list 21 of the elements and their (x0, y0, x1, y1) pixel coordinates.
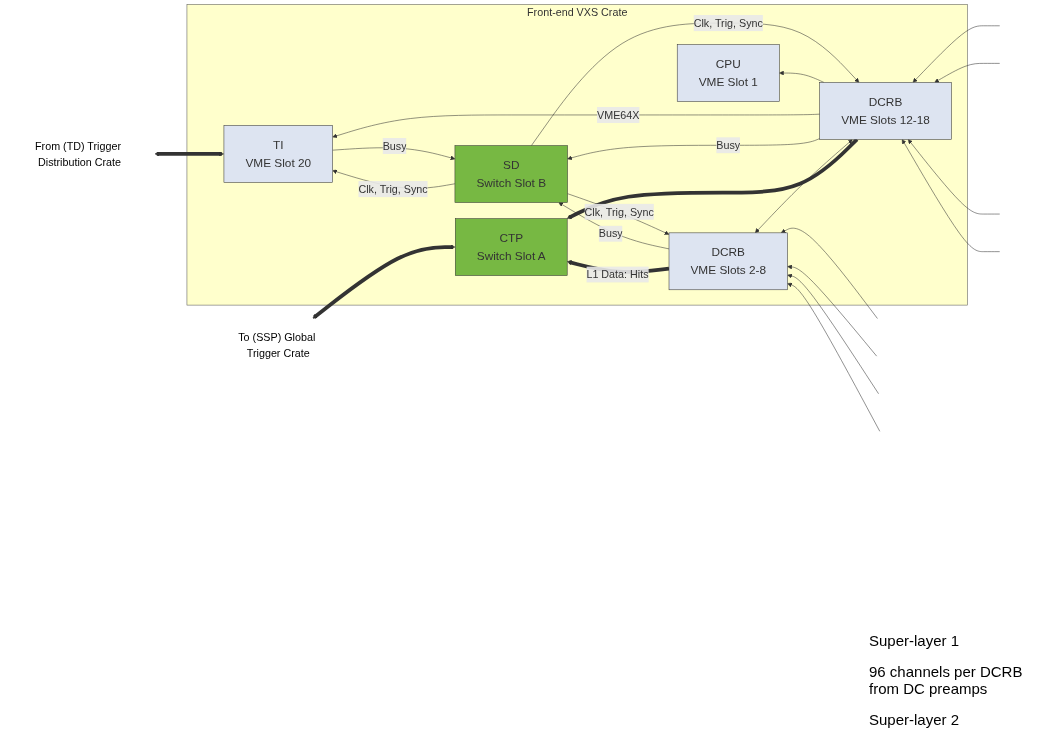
edge-label: Clk, Trig, Sync (693, 17, 763, 30)
edge-label: Busy (382, 140, 407, 152)
node-box: DCRB VME Slots 2-8 (668, 232, 788, 291)
note-label: Super-layer 1 (869, 632, 961, 649)
note-label: Super-layer 2 (869, 711, 961, 728)
arrow (154, 151, 224, 157)
edge-label: L1 Data: Hits (586, 268, 649, 281)
node-box: SD Switch Slot B (454, 145, 568, 203)
edge-label: Clk, Trig, Sync (584, 205, 654, 218)
arrow (312, 244, 456, 319)
node-text: To (SSP) Global Trigger Crate (238, 331, 316, 360)
node-box: DCRB VME Slots 12-18 (819, 82, 952, 140)
edge-label: Busy (598, 227, 623, 240)
note-label: 96 channels per DCRB from DC preamps (869, 663, 1024, 697)
edge-label: Clk, Trig, Sync (358, 183, 428, 196)
edge-label: Busy (716, 139, 741, 152)
node-text: From (TD) Trigger Distribution Crate (35, 139, 122, 168)
node-box: CPU VME Slot 1 (676, 44, 780, 102)
node-box: TI VME Slot 20 (223, 125, 333, 183)
node-box: CTP Switch Slot A (455, 218, 568, 276)
edge-label: VME64X (597, 109, 640, 121)
